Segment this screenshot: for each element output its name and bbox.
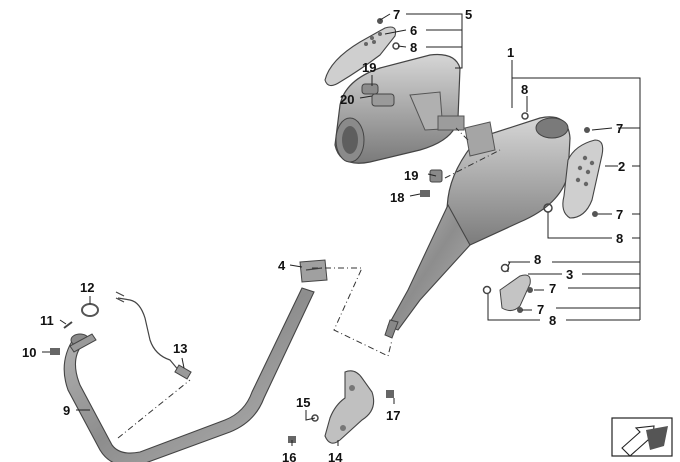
callout-4: 4 — [278, 258, 286, 273]
callouts: 7 5 6 8 19 20 1 8 7 2 19 18 7 8 8 3 7 7 … — [22, 7, 625, 462]
callout-10: 10 — [22, 345, 36, 360]
callout-7-right-mid: 7 — [616, 207, 623, 222]
callout-8-right: 8 — [616, 231, 623, 246]
callout-8-top: 8 — [410, 40, 417, 55]
callout-7-right-top: 7 — [616, 121, 623, 136]
callout-9: 9 — [63, 403, 70, 418]
oxygen-sensor — [115, 291, 192, 380]
callout-19-mid: 19 — [404, 168, 418, 183]
callout-7-lower: 7 — [549, 281, 556, 296]
callout-8-lower: 8 — [534, 252, 541, 267]
callout-17: 17 — [386, 408, 400, 423]
callout-20: 20 — [340, 92, 354, 107]
callout-11: 11 — [40, 313, 54, 328]
callout-1: 1 — [507, 45, 514, 60]
callout-7-bottom: 7 — [537, 302, 544, 317]
heat-shield-side — [562, 139, 604, 219]
callout-15: 15 — [296, 395, 310, 410]
pipe-clamp — [299, 259, 328, 283]
mounting-bracket — [324, 370, 375, 444]
callout-18: 18 — [390, 190, 404, 205]
callout-19-upper: 19 — [362, 60, 376, 75]
heat-shield-upper — [324, 26, 397, 87]
callout-8-bottom: 8 — [549, 313, 556, 328]
leader-lines — [42, 13, 641, 446]
callout-13: 13 — [173, 341, 187, 356]
callout-8-main: 8 — [521, 82, 528, 97]
clamp-upper — [361, 83, 395, 107]
callout-6: 6 — [410, 23, 417, 38]
rear-silencer-upper — [334, 53, 465, 164]
gasket-ring — [81, 303, 99, 317]
callout-5: 5 — [465, 7, 472, 22]
main-silencer — [384, 116, 571, 339]
arrow-orientation-icon — [611, 417, 673, 457]
heat-shield-small — [499, 274, 531, 312]
fasteners — [50, 18, 598, 443]
callout-12: 12 — [80, 280, 94, 295]
callout-3: 3 — [566, 267, 573, 282]
callout-2: 2 — [618, 159, 625, 174]
callout-14: 14 — [328, 450, 343, 462]
assembly-center-lines — [117, 127, 501, 439]
callout-7-top: 7 — [393, 7, 400, 22]
callout-16: 16 — [282, 450, 296, 462]
